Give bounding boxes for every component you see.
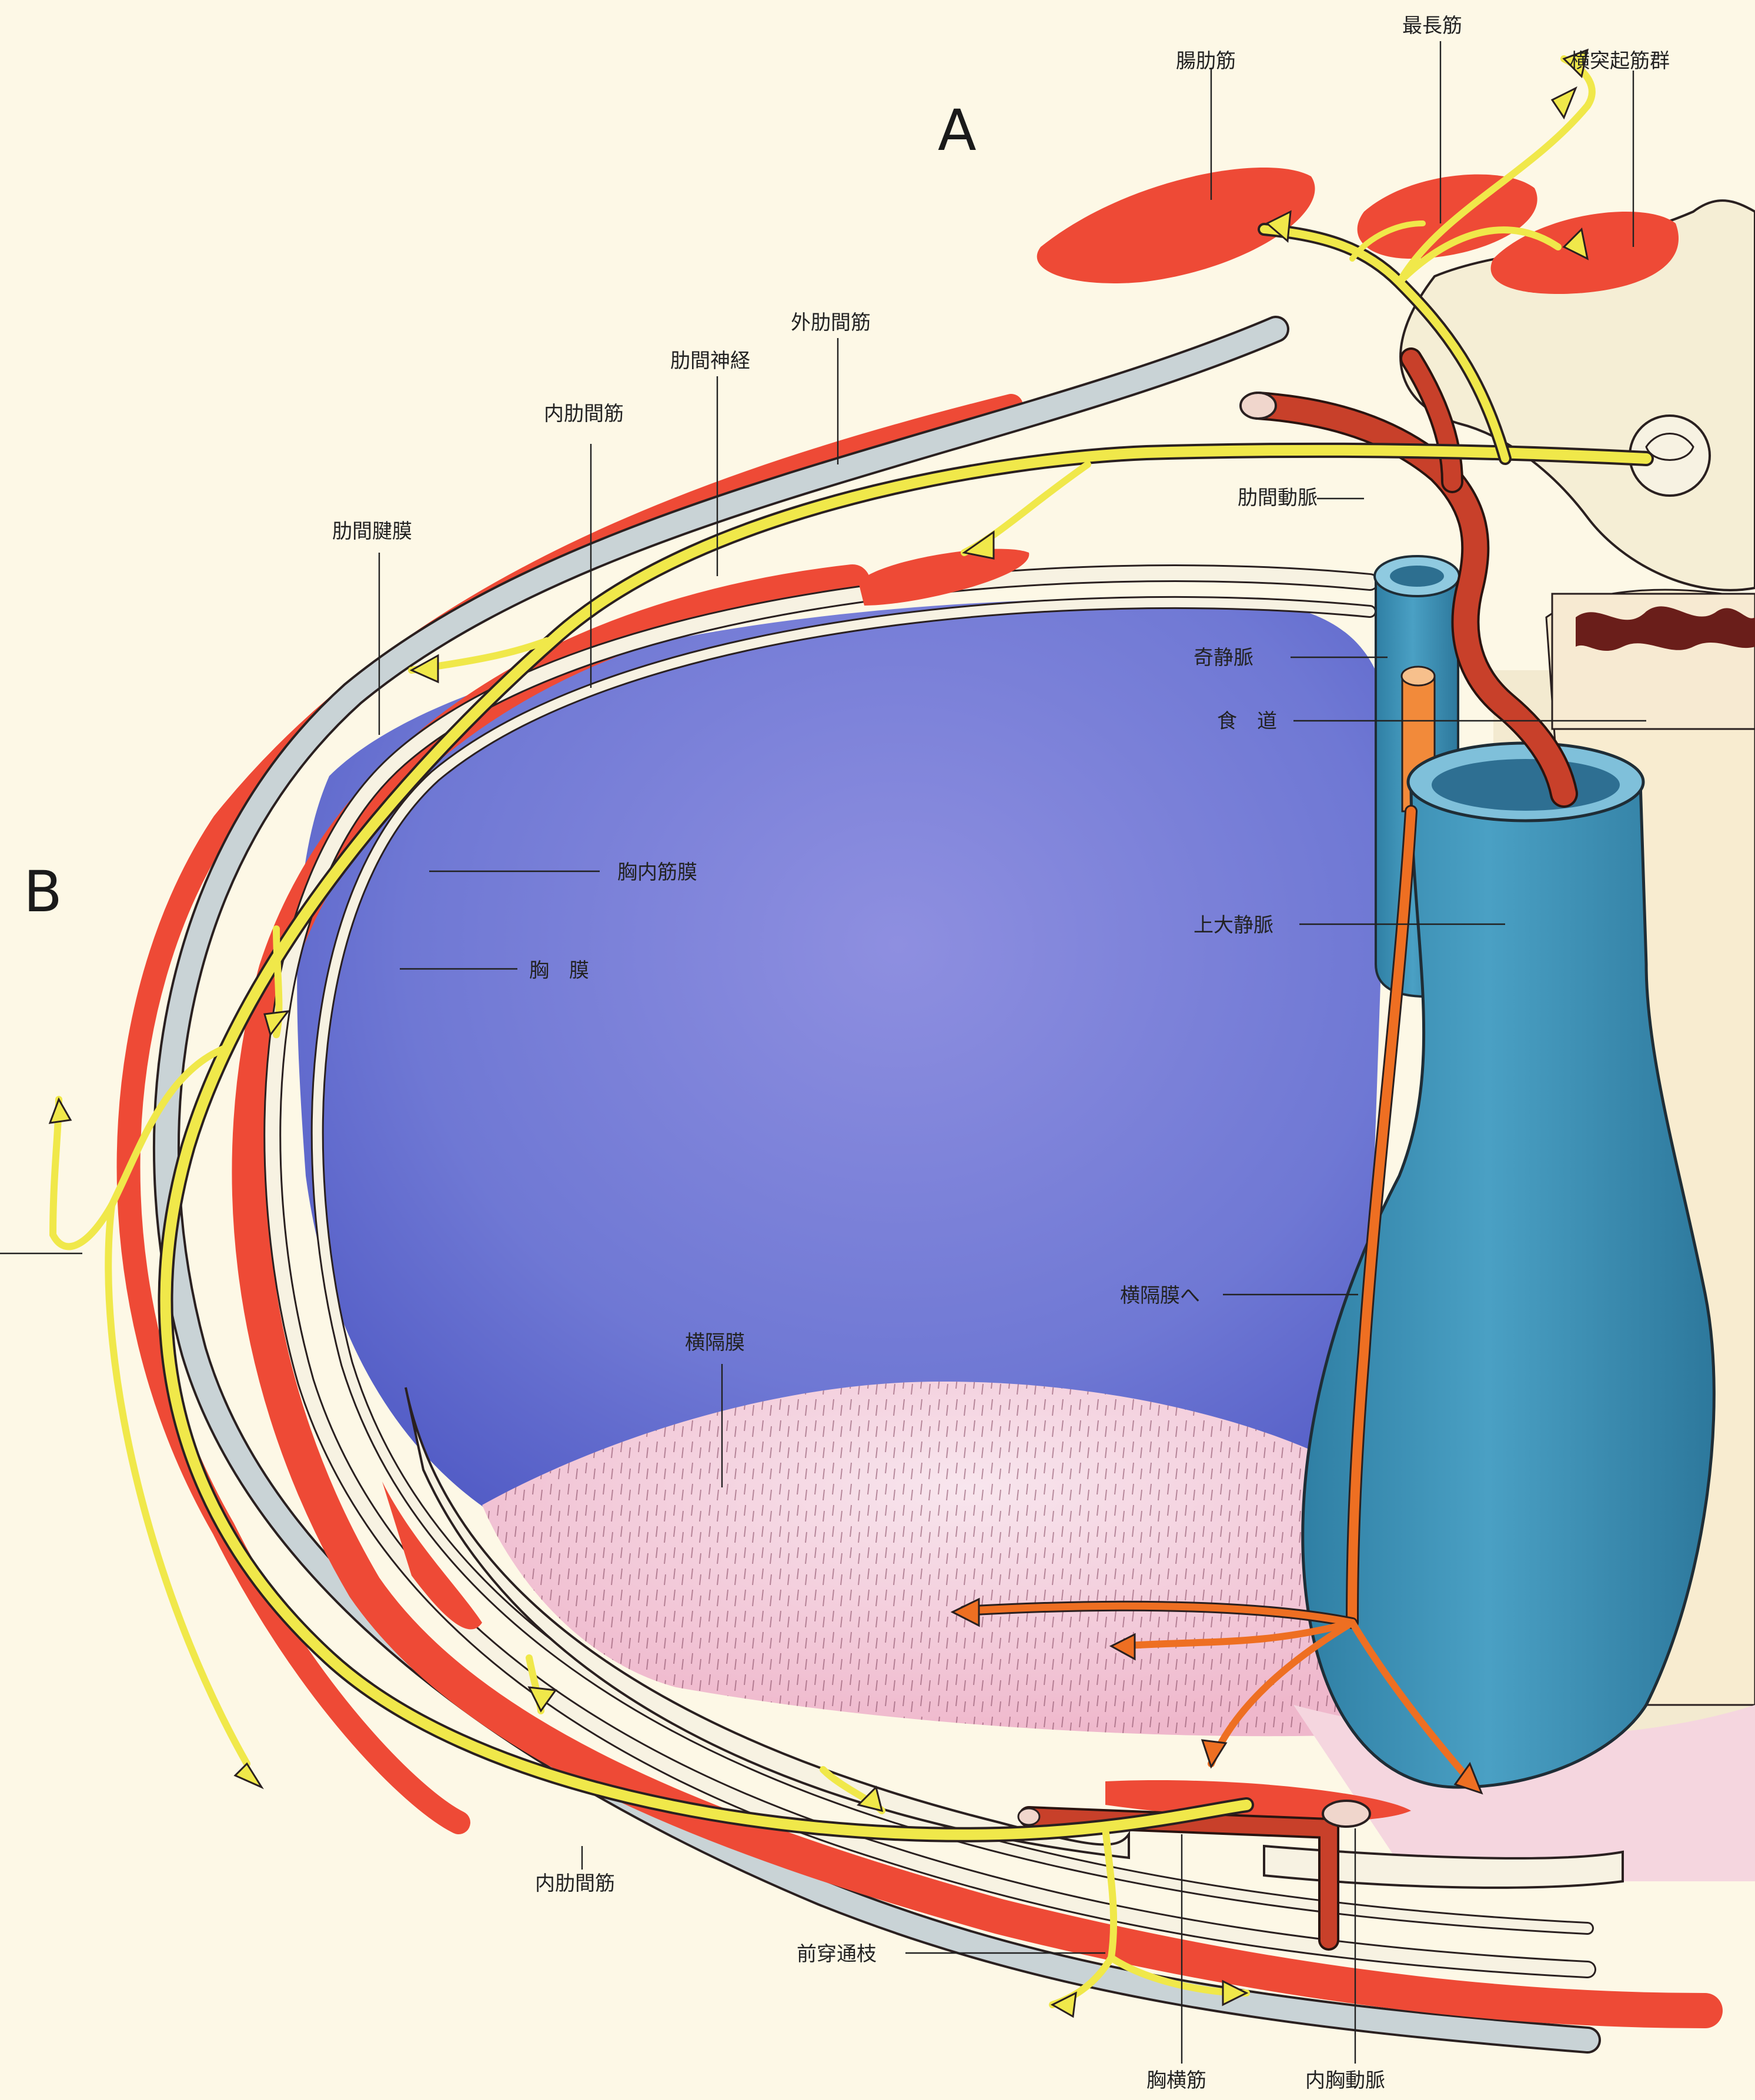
label-internal-intercostal-lower: 内肋間筋 bbox=[535, 1872, 615, 1895]
label-transversus-thoracis: 胸横筋 bbox=[1146, 2069, 1206, 2092]
label-diaphragm: 横隔膜 bbox=[685, 1331, 745, 1355]
label-pleura: 胸 膜 bbox=[529, 959, 589, 982]
view-label-a: A bbox=[938, 98, 977, 163]
label-iliocostalis: 腸肋筋 bbox=[1176, 49, 1236, 73]
label-superior-vena-cava: 上大静脈 bbox=[1194, 914, 1273, 937]
label-to-diaphragm: 横隔膜へ bbox=[1120, 1284, 1200, 1308]
label-azygos-vein: 奇静脈 bbox=[1194, 646, 1253, 670]
label-esophagus: 食 道 bbox=[1217, 710, 1277, 733]
label-external-intercostal: 外肋間筋 bbox=[791, 311, 871, 335]
label-transversospinalis: 横突起筋群 bbox=[1570, 49, 1670, 73]
label-internal-intercostal-upper: 内肋間筋 bbox=[544, 402, 624, 426]
label-internal-thoracic-artery: 内胸動脈 bbox=[1305, 2069, 1385, 2092]
label-intercostal-nerve: 肋間神経 bbox=[670, 349, 750, 373]
label-intercostal-membrane: 肋間腱膜 bbox=[332, 520, 412, 543]
label-intercostal-artery: 肋間動脈 bbox=[1238, 486, 1318, 510]
label-longissimus: 最長筋 bbox=[1402, 14, 1462, 38]
view-label-b: B bbox=[24, 859, 62, 925]
label-endothoracic-fascia: 胸内筋膜 bbox=[617, 861, 697, 884]
label-anterior-perforating-branch: 前穿通枝 bbox=[797, 1942, 877, 1966]
